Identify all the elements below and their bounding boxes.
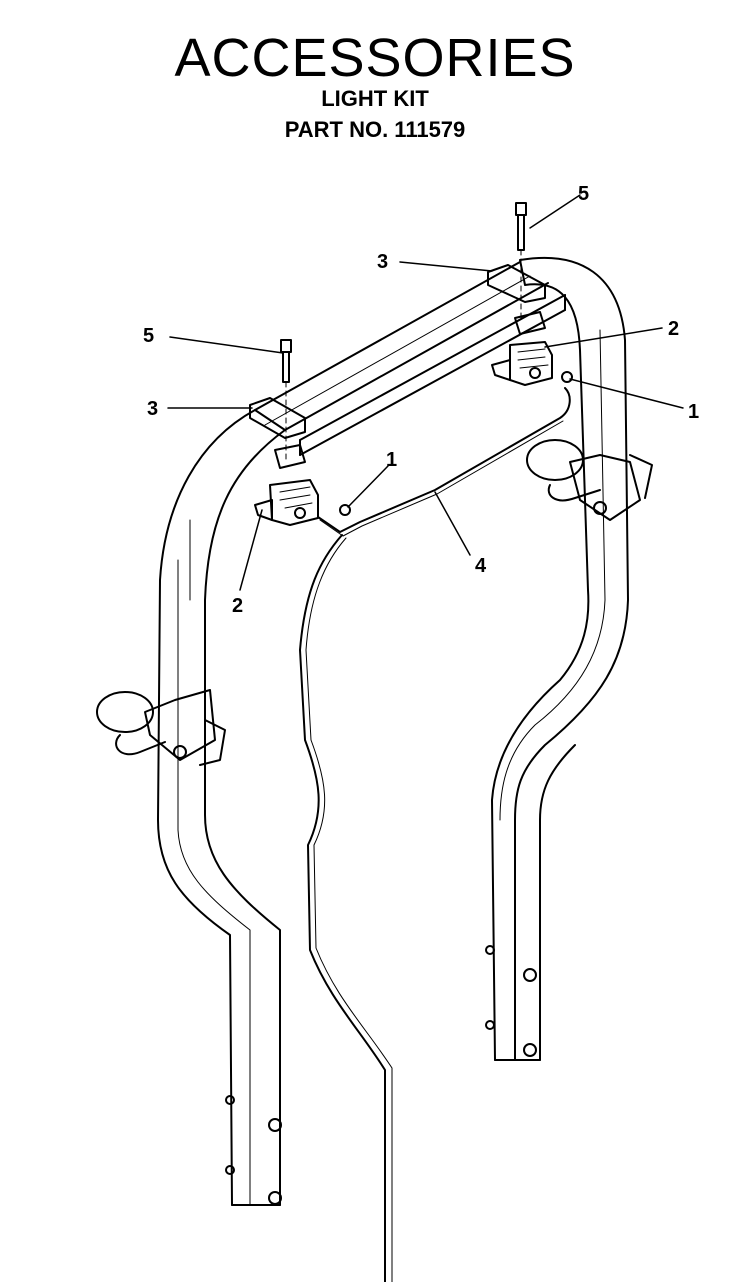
callout-nut-left: 1 (386, 449, 397, 471)
callout-bolt-right: 5 (578, 183, 589, 205)
nut-left (339, 504, 351, 516)
callout-harness: 4 (475, 555, 487, 577)
latch-left (96, 689, 226, 766)
clamp-bracket-left (249, 397, 306, 469)
right-handle-tube (485, 256, 629, 1061)
bolt-left (280, 339, 292, 461)
callout-bolt-left: 5 (143, 325, 154, 347)
diagram-header: ACCESSORIES LIGHT KIT PART NO. 111579 (0, 30, 750, 144)
leader-lines (167, 194, 684, 591)
callout-nut-right: 1 (688, 401, 699, 423)
kit-name: LIGHT KIT (321, 86, 429, 111)
clamp-bracket-right (487, 264, 546, 335)
callout-light-left: 2 (232, 595, 243, 617)
light-assembly-right (491, 341, 553, 386)
left-handle-tube (157, 409, 286, 1206)
part-number: PART NO. 111579 (284, 117, 466, 142)
callout-clamp-left: 3 (147, 398, 158, 420)
wiring-harness (299, 387, 571, 1282)
callout-light-right: 2 (668, 318, 679, 340)
top-cross-bar (254, 261, 566, 456)
nut-right (561, 371, 573, 383)
page-title: ACCESSORIES (174, 28, 576, 88)
latch-right (526, 439, 653, 521)
callout-labels: 5 3 5 2 1 3 1 4 2 (143, 183, 699, 617)
bolt-right (515, 202, 527, 321)
callout-clamp-right: 3 (377, 251, 388, 273)
light-assembly-left (254, 479, 319, 526)
